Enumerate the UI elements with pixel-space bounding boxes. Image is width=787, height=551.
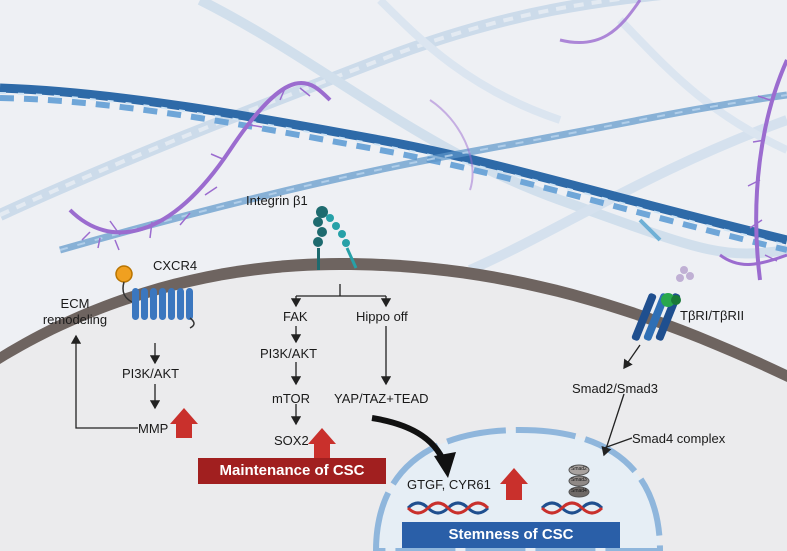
- pi3k-akt-mid-label: PI3K/AKT: [260, 346, 318, 361]
- cxcr4-receptor: [115, 265, 195, 329]
- collagen-fiber-main: [0, 83, 787, 253]
- yap-taz-tead-label: YAP/TAZ+TEAD: [334, 391, 429, 406]
- ecm-remodeling-label: ECM remodeling: [42, 296, 108, 327]
- up-arrows: [170, 408, 528, 500]
- dna-left: [406, 501, 490, 515]
- mmp-label: MMP: [138, 421, 169, 436]
- sox2-label: SOX2: [274, 433, 309, 448]
- integrin-receptor: [313, 206, 358, 270]
- smad4-label: Smad4 complex: [632, 431, 726, 446]
- gtgf-cyr61-label: GTGF, CYR61: [407, 477, 491, 492]
- gtgf-up-arrow-icon: [500, 468, 528, 500]
- smad-icon-label-3: Smad4: [571, 488, 587, 494]
- tgfbr-receptor: [631, 218, 694, 341]
- sox2-up-arrow-icon: [308, 428, 336, 460]
- mtor-label: mTOR: [272, 391, 311, 406]
- dna-right: [540, 501, 604, 515]
- mmp-up-arrow-icon: [170, 408, 198, 438]
- yap-arrow-head: [434, 452, 456, 478]
- ligand-icon: [115, 265, 133, 283]
- fak-label: FAK: [283, 309, 308, 324]
- pi3k-akt-left-label: PI3K/AKT: [122, 366, 180, 381]
- smad-icon-label-2: Smad3: [571, 477, 587, 483]
- smad-complex-icon: [568, 464, 590, 498]
- glycan-strands: [68, 0, 787, 281]
- smad-icon-label-1: Smad2: [571, 466, 587, 472]
- cxcr4-label: CXCR4: [153, 258, 198, 273]
- background-collagen-fibers: [0, 0, 787, 275]
- pathway-arrows: [70, 284, 641, 457]
- hippo-off-label: Hippo off: [356, 309, 408, 324]
- integrin-label: Integrin β1: [246, 193, 308, 208]
- tgfbr-label: TβRI/TβRII: [680, 308, 745, 323]
- maintenance-banner: Maintenance of CSC: [198, 458, 386, 484]
- smad23-label: Smad2/Smad3: [572, 381, 658, 396]
- stemness-banner: Stemness of CSC: [402, 522, 620, 548]
